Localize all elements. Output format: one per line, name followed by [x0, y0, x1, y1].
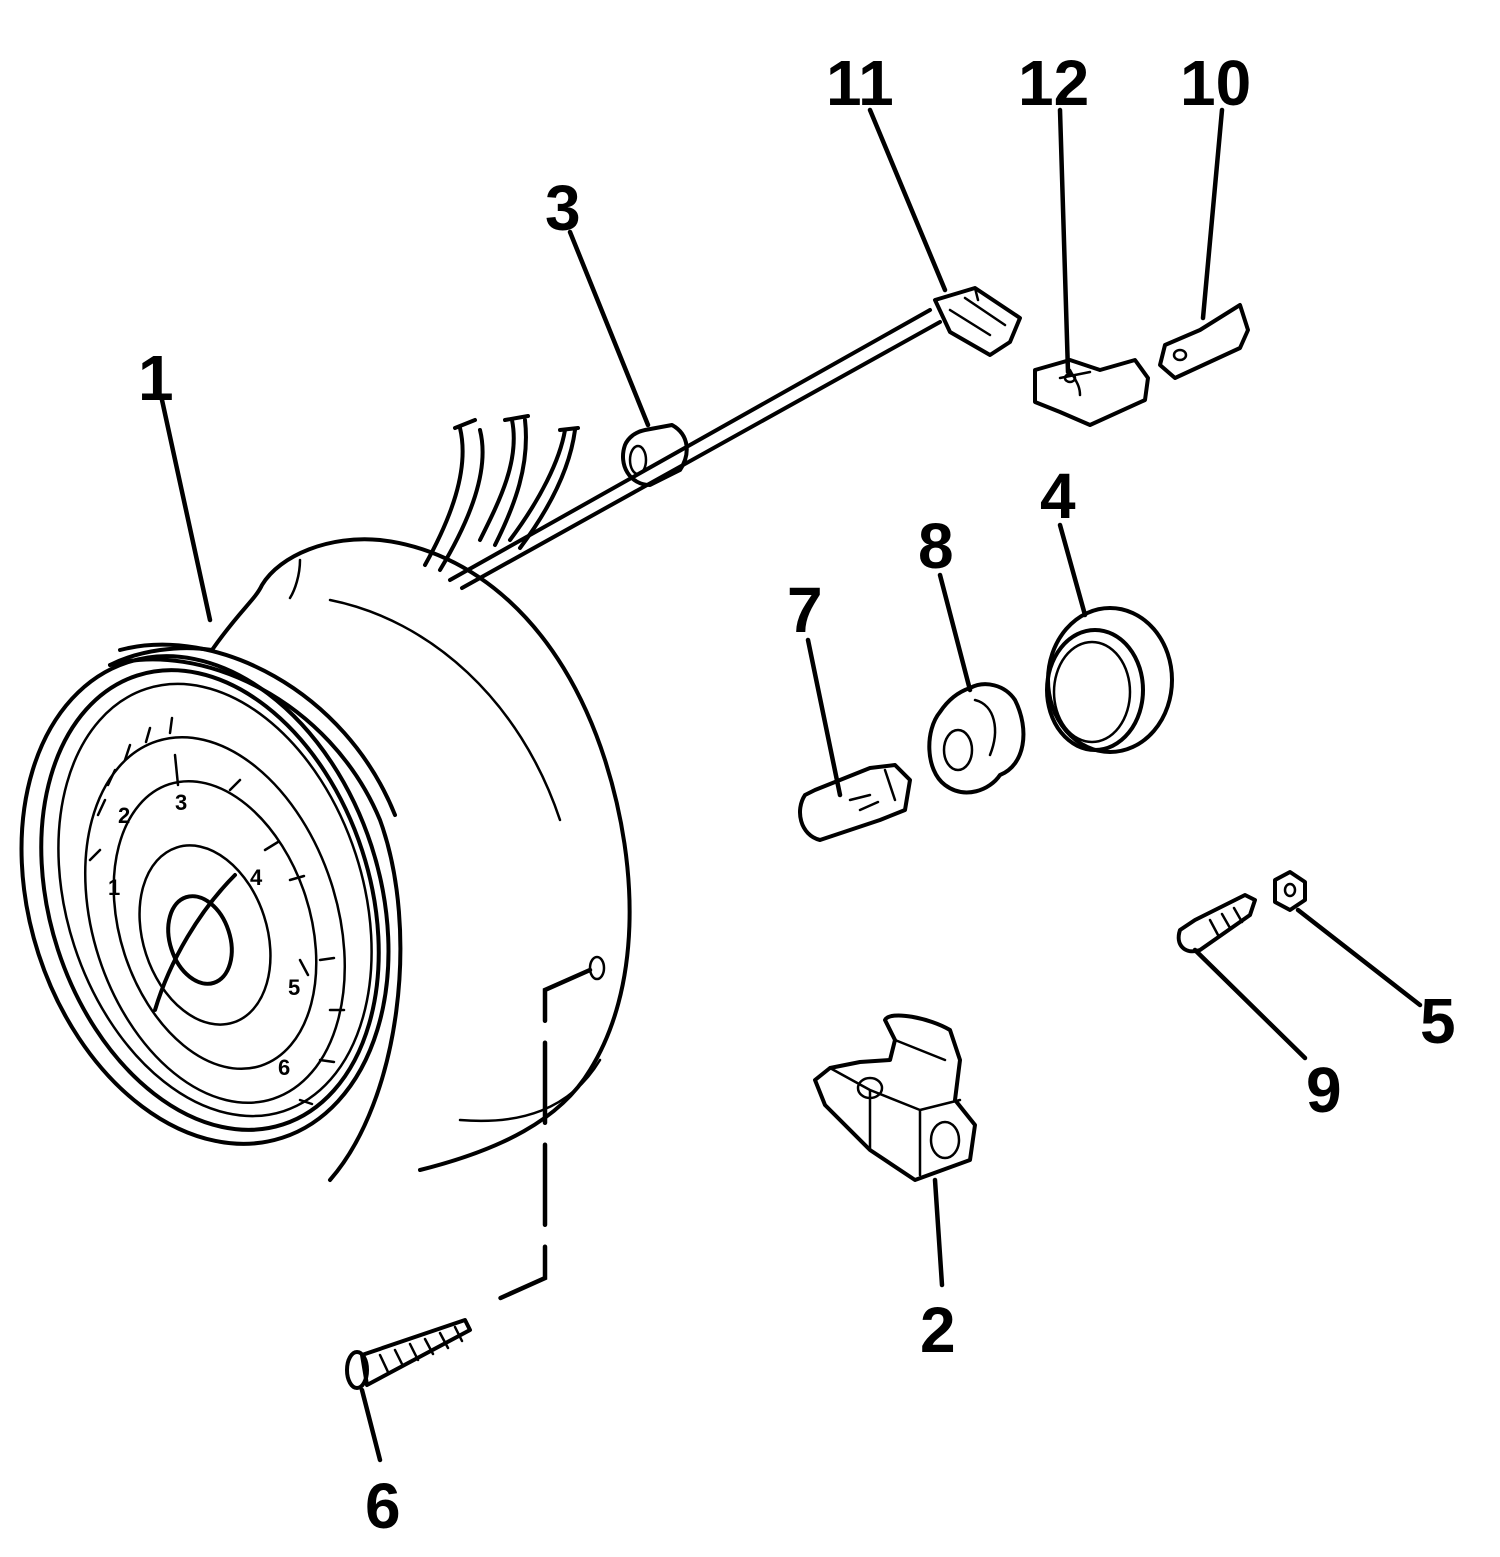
callout-labels: 1 2 3 4 5 6 7 8 9 10 11 12: [138, 47, 1456, 1542]
leader-12: [1057, 107, 1071, 375]
leader-10: [1200, 107, 1225, 321]
leader-6: [359, 1387, 383, 1463]
leader-1: [159, 397, 213, 623]
terminal-12-part: [1033, 358, 1150, 427]
callout-10: 10: [1180, 47, 1251, 119]
lens-ring-part: [1045, 606, 1174, 754]
callout-4: 4: [1040, 460, 1076, 532]
callout-7: 7: [787, 574, 823, 646]
leader-3: [567, 229, 651, 428]
callout-5: 5: [1420, 985, 1456, 1057]
leader-9: [1192, 947, 1308, 1061]
screw-alignment-line: [482, 967, 593, 1308]
leader-lines: [159, 107, 1423, 1463]
callout-1: 1: [138, 342, 174, 414]
dial-number-5: 5: [288, 975, 300, 1000]
dial-number-1: 1: [108, 875, 120, 900]
dial-number-2: 2: [118, 803, 130, 828]
callout-6: 6: [365, 1470, 401, 1542]
leader-7: [805, 637, 843, 798]
dial-number-3: 3: [175, 790, 187, 815]
dial-number-6: 6: [278, 1055, 290, 1080]
leader-11: [867, 107, 948, 293]
screw-9-part: [1176, 893, 1257, 954]
wood-screw-part: [345, 1318, 472, 1390]
callout-3: 3: [545, 172, 581, 244]
dial-number-4: 4: [250, 865, 263, 890]
bulb-socket-part: [927, 682, 1026, 795]
callout-11: 11: [826, 47, 894, 119]
callout-2: 2: [920, 1294, 956, 1366]
leader-8: [937, 572, 973, 693]
leader-4: [1057, 522, 1088, 618]
callout-8: 8: [918, 510, 954, 582]
leader-5: [1295, 907, 1423, 1008]
mounting-bracket-part: [813, 1013, 977, 1182]
cable-connector-part: [933, 286, 1022, 357]
gauge-assembly: 1 2 3 4 5 6: [19, 308, 942, 1182]
callout-12: 12: [1018, 47, 1089, 119]
callout-9: 9: [1306, 1054, 1342, 1126]
bulb-part: [798, 763, 912, 842]
grommet-part: [621, 423, 689, 487]
leader-2: [932, 1177, 945, 1288]
terminal-10-part: [1158, 303, 1250, 380]
nut-part: [1273, 870, 1307, 912]
